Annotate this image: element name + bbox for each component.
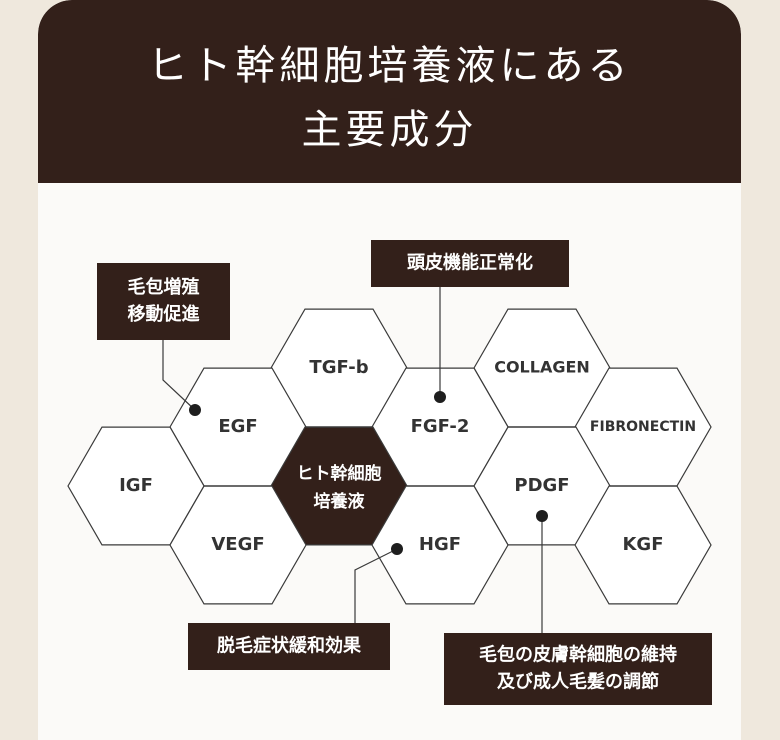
- callout-box-scalp-normalization: [371, 240, 569, 287]
- hexagon-pdgf-label: PDGF: [514, 475, 569, 496]
- hexagon-tgfb-label: TGF-b: [309, 357, 368, 378]
- connector-dot: [434, 391, 446, 403]
- hexagon-hgf-label: HGF: [419, 534, 461, 555]
- hexagon-center-label: ヒト幹細胞: [297, 463, 382, 484]
- connector-dot: [189, 404, 201, 416]
- connector-dot: [536, 510, 548, 522]
- callout-text-skin-stem-cell: 及び成人毛髪の調節: [497, 671, 659, 693]
- callout-text-hair-loss-relief: 脱毛症状緩和効果: [217, 635, 362, 657]
- connector-hair-follicle-growth: [162, 340, 196, 411]
- callout-text-hair-follicle-growth: 毛包増殖: [128, 276, 200, 298]
- callout-box-skin-stem-cell: [444, 633, 712, 705]
- hexagon-fgf2-label: FGF-2: [411, 416, 470, 437]
- hexagon-kgf-label: KGF: [622, 534, 663, 555]
- hexagon-hgf: [371, 485, 509, 605]
- hexagon-kgf: [574, 485, 712, 605]
- connector-hair-loss-relief: [354, 548, 398, 623]
- callout-box-hair-follicle-growth: [97, 263, 230, 340]
- hexagon-fibronectin-label: FIBRONECTIN: [590, 419, 696, 435]
- hexagon-vegf-label: VEGF: [211, 534, 264, 555]
- component-hex-diagram: TGF-b COLLAGEN EGF FGF-2 FIBRONECTIN IGF ヒト幹細胞…: [67, 240, 712, 705]
- hexagon-egf-label: EGF: [218, 416, 257, 437]
- title-banner: ヒト幹細胞培養液にある 主要成分: [38, 0, 741, 183]
- hexagon-igf-label: IGF: [119, 475, 153, 496]
- callout-text-scalp-normalization: 頭皮機能正常化: [407, 252, 533, 274]
- title-line-1: ヒト幹細胞培養液にある: [147, 43, 632, 89]
- hexagon-vegf: [169, 485, 307, 605]
- hexagon-center-label: 培養液: [314, 491, 365, 512]
- title-line-2: 主要成分: [301, 107, 478, 153]
- callout-text-hair-follicle-growth: 移動促進: [128, 303, 200, 325]
- connector-dot: [391, 543, 403, 555]
- callout-text-skin-stem-cell: 毛包の皮膚幹細胞の維持: [479, 644, 677, 666]
- hexagon-collagen-label: COLLAGEN: [494, 358, 590, 377]
- callout-box-hair-loss-relief: [188, 623, 390, 670]
